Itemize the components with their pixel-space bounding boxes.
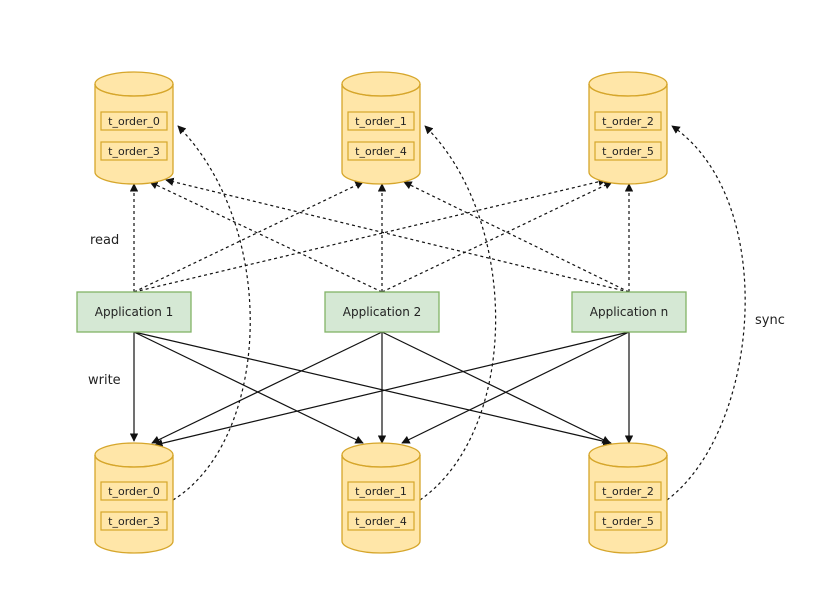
write-database-1[interactable]: t_order_1 t_order_4: [341, 442, 421, 554]
read-label: read: [90, 233, 119, 248]
read-database-1[interactable]: t_order_1 t_order_4: [341, 71, 421, 185]
read-edge: [381, 181, 613, 293]
write-edge: [401, 331, 630, 444]
table-label: t_order_3: [108, 145, 160, 158]
read-database-0[interactable]: t_order_0 t_order_3: [94, 71, 174, 185]
edges-layer: [129, 125, 746, 501]
table-label: t_order_0: [108, 115, 160, 128]
table-label: t_order_4: [355, 515, 407, 528]
table-label: t_order_5: [602, 145, 654, 158]
sync-edge: [172, 125, 251, 501]
write-database-2[interactable]: t_order_2 t_order_5: [588, 442, 668, 554]
read-edge: [165, 177, 630, 293]
sync-label: sync: [755, 313, 785, 328]
read-edge: [133, 181, 364, 293]
application-1[interactable]: Application 1: [76, 291, 192, 333]
write-edge: [151, 331, 383, 444]
sync-edge: [419, 125, 497, 501]
write-label: write: [88, 373, 121, 388]
table-label: t_order_1: [355, 485, 407, 498]
table-label: t_order_2: [602, 485, 654, 498]
table-label: t_order_0: [108, 485, 160, 498]
table-label: t_order_1: [355, 115, 407, 128]
read-database-2[interactable]: t_order_2 t_order_5: [588, 71, 668, 185]
write-database-0[interactable]: t_order_0 t_order_3: [94, 442, 174, 554]
application-2[interactable]: Application 2: [324, 291, 440, 333]
table-label: t_order_5: [602, 515, 654, 528]
write-edge: [133, 331, 612, 446]
table-label: t_order_3: [108, 515, 160, 528]
read-edge: [149, 181, 383, 293]
table-label: t_order_4: [355, 145, 407, 158]
application-n[interactable]: Application n: [571, 291, 687, 333]
write-edge: [133, 331, 364, 444]
application-label: Application 2: [343, 305, 422, 319]
application-label: Application n: [590, 305, 668, 319]
sync-edge: [666, 125, 746, 501]
application-label: Application 1: [95, 305, 174, 319]
read-edge: [133, 177, 607, 293]
write-edge: [154, 331, 630, 448]
table-label: t_order_2: [602, 115, 654, 128]
write-edge: [381, 331, 611, 444]
read-edge: [403, 181, 630, 293]
